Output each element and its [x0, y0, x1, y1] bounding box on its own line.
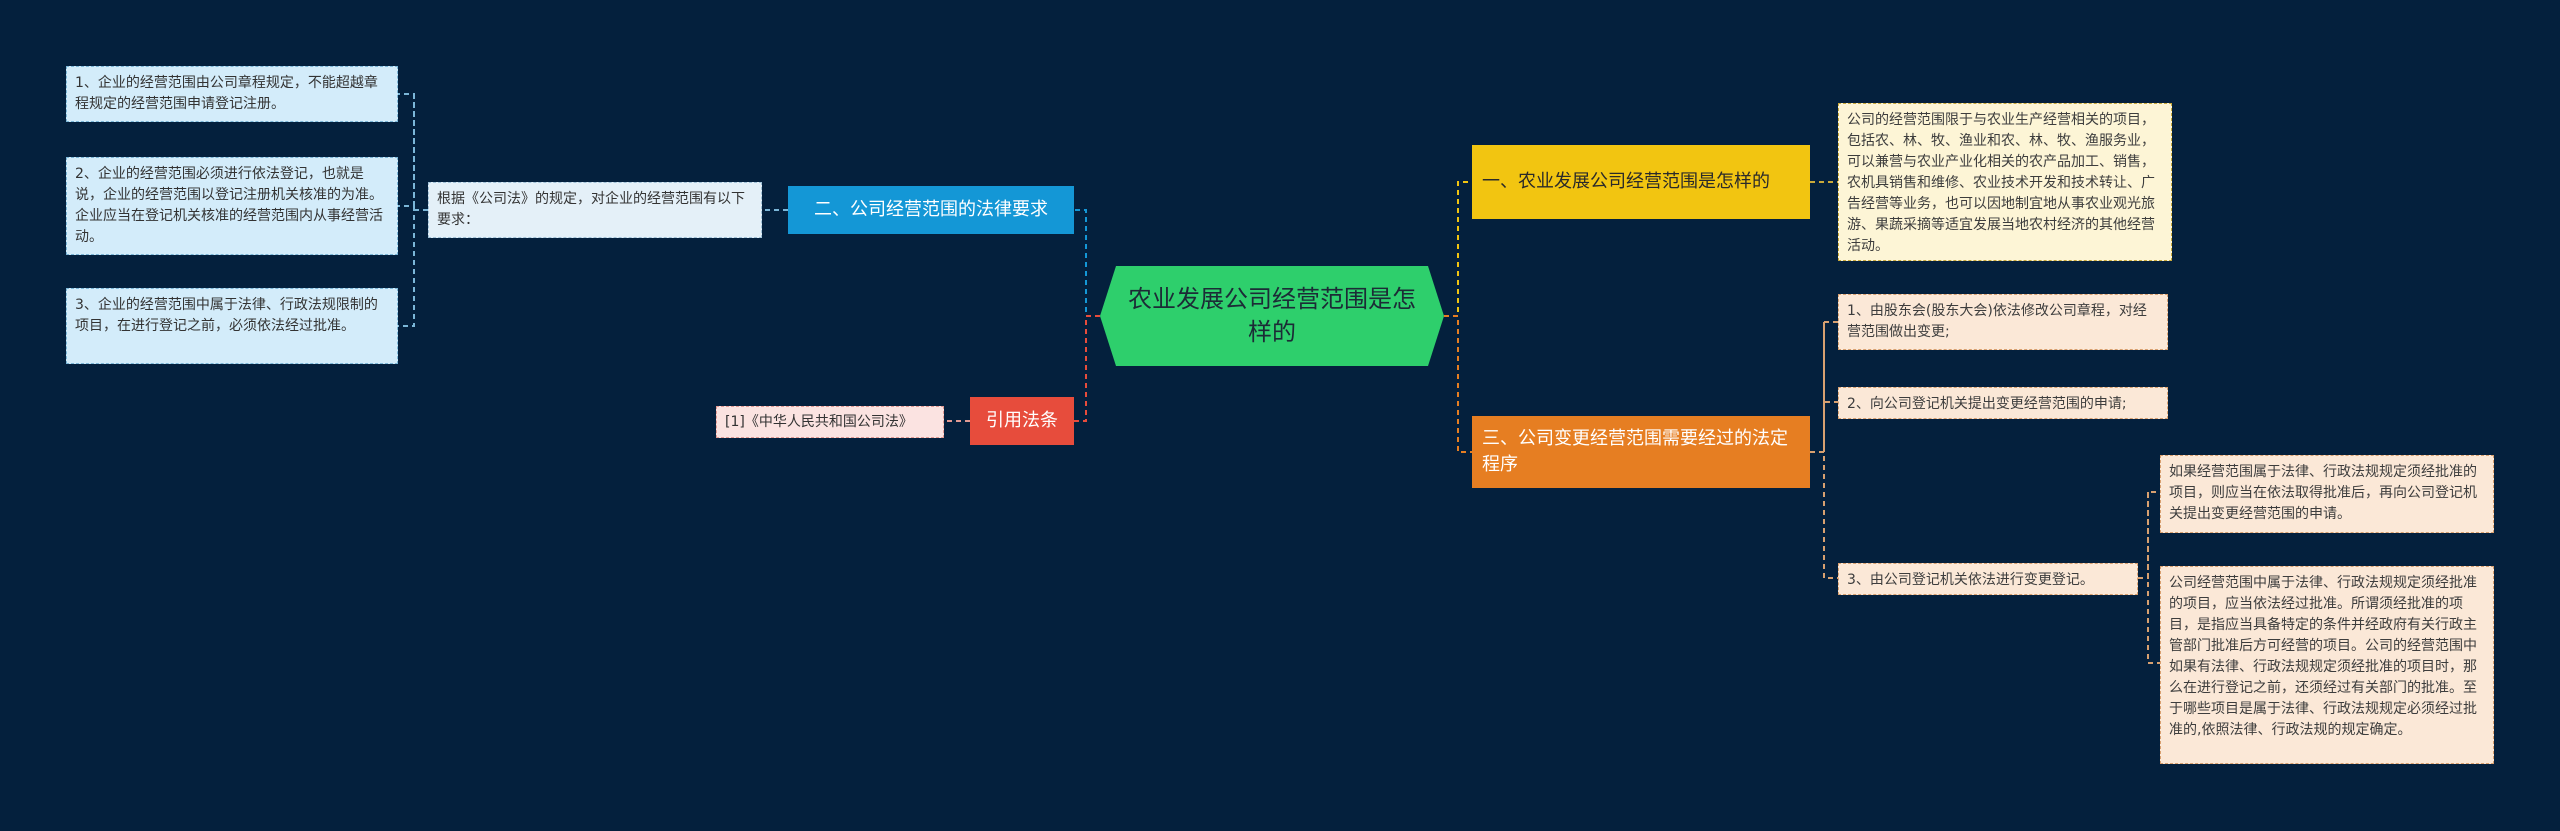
legal-requirement-1[interactable]: 1、企业的经营范围由公司章程规定，不能超越章程规定的经营范围申请登记注册。: [66, 66, 398, 122]
change-step-3[interactable]: 3、由公司登记机关依法进行变更登记。: [1838, 563, 2138, 595]
legal-requirements-lead[interactable]: 根据《公司法》的规定，对企业的经营范围有以下要求：: [428, 182, 762, 238]
root-topic[interactable]: 农业发展公司经营范围是怎样的: [1100, 266, 1444, 366]
branch-change-procedure-label: 三、公司变更经营范围需要经过的法定程序: [1482, 428, 1788, 475]
link-item3-sub: [2138, 491, 2160, 664]
link-b3-items: [1810, 321, 1838, 579]
change-step-1[interactable]: 1、由股东会(股东大会)依法修改公司章程，对经营范围做出变更;: [1838, 294, 2168, 350]
cited-law-reference[interactable]: [1]《中华人民共和国公司法》: [716, 406, 944, 438]
link-root-b2: [1074, 209, 1100, 317]
change-step-3-note-approval[interactable]: 如果经营范围属于法律、行政法规规定须经批准的项目，则应当在依法取得批准后，再向公…: [2160, 455, 2494, 533]
branch-legal-requirements-label: 二、公司经营范围的法律要求: [814, 199, 1048, 220]
change-step-2[interactable]: 2、向公司登记机关提出变更经营范围的申请;: [1838, 387, 2168, 419]
branch-change-procedure[interactable]: 三、公司变更经营范围需要经过的法定程序: [1472, 416, 1810, 488]
branch-cited-law-label: 引用法条: [986, 410, 1058, 431]
link-root-b1: [1444, 181, 1472, 317]
root-topic-label: 农业发展公司经营范围是怎样的: [1128, 285, 1416, 346]
branch-business-scope-label: 一、农业发展公司经营范围是怎样的: [1482, 171, 1770, 192]
branch-legal-requirements[interactable]: 二、公司经营范围的法律要求: [788, 186, 1074, 234]
business-scope-detail[interactable]: 公司的经营范围限于与农业生产经营相关的项目，包括农、林、牧、渔业和农、林、牧、渔…: [1838, 103, 2172, 261]
link-root-b3: [1444, 315, 1472, 453]
legal-requirement-3[interactable]: 3、企业的经营范围中属于法律、行政法规限制的项目，在进行登记之前，必须依法经过批…: [66, 288, 398, 364]
link-lead-items: [398, 93, 428, 327]
legal-requirement-2[interactable]: 2、企业的经营范围必须进行依法登记，也就是说，企业的经营范围以登记注册机关核准的…: [66, 157, 398, 255]
link-root-b4: [1074, 315, 1100, 422]
branch-business-scope[interactable]: 一、农业发展公司经营范围是怎样的: [1472, 145, 1810, 219]
change-step-3-note-detail[interactable]: 公司经营范围中属于法律、行政法规规定须经批准的项目，应当依法经过批准。所谓须经批…: [2160, 566, 2494, 764]
branch-cited-law[interactable]: 引用法条: [970, 397, 1074, 445]
